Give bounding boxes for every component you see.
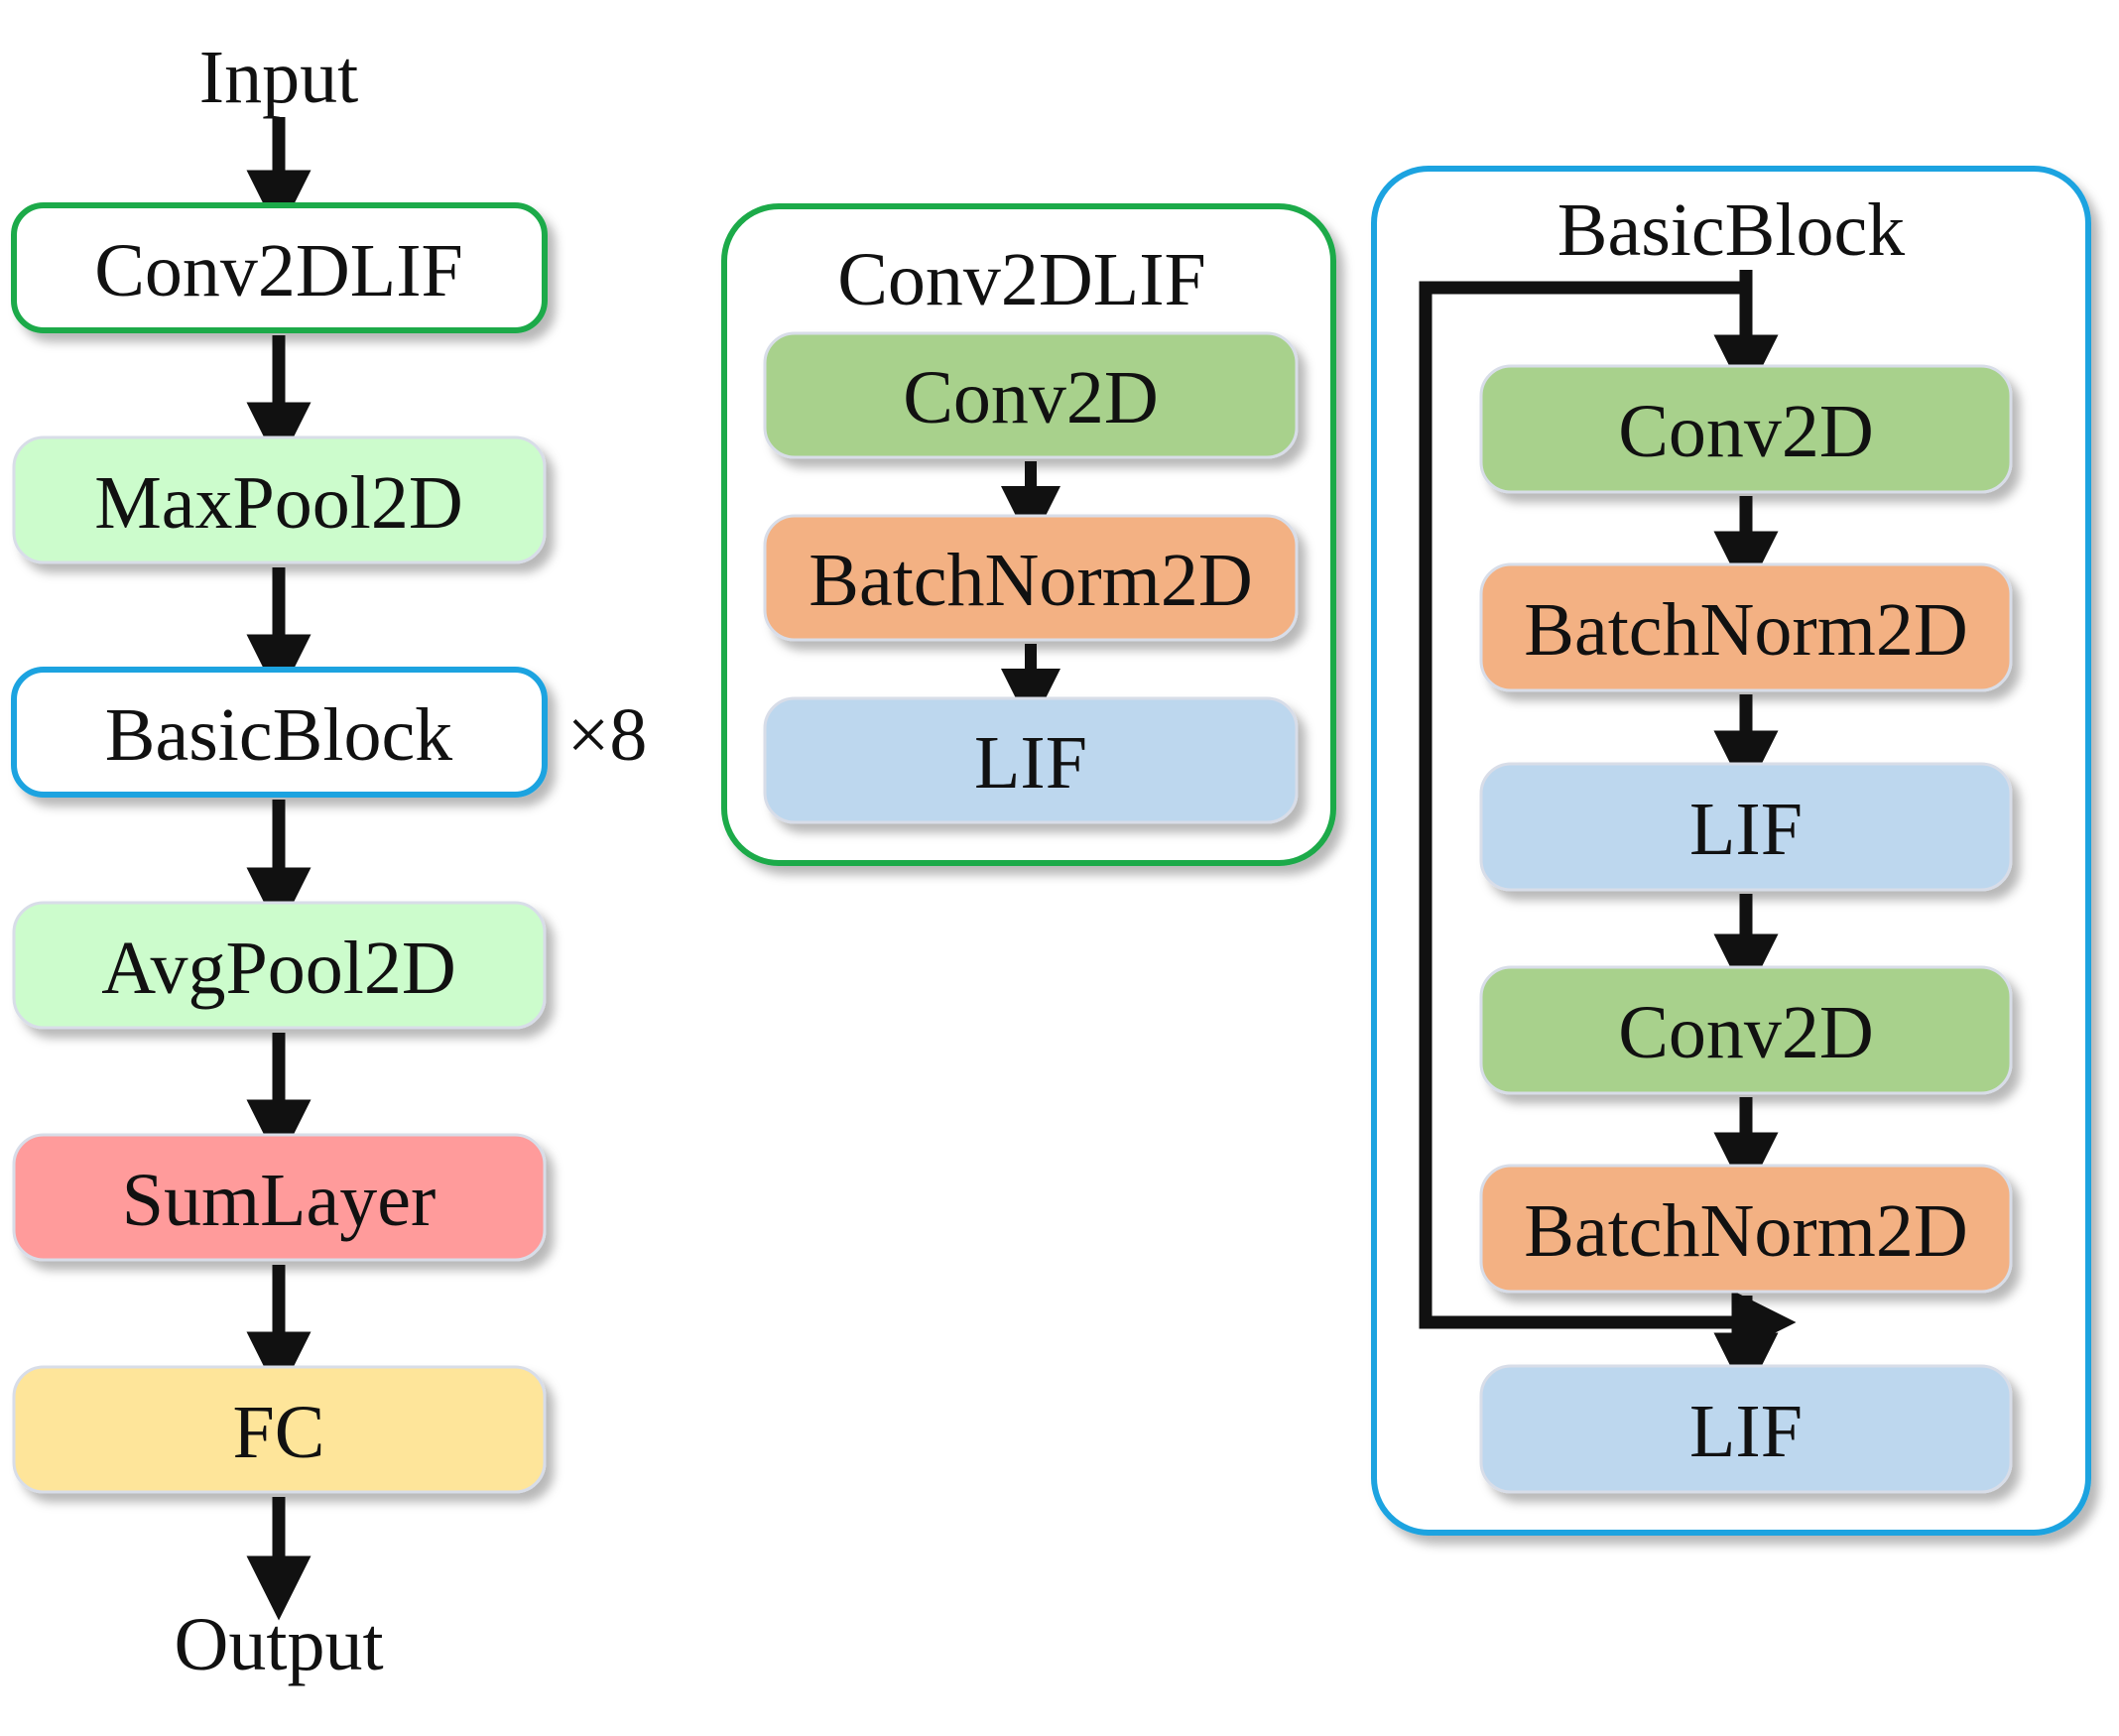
conv2dlif-detail-block: Conv2DLIF Conv2D BatchNorm2D LIF xyxy=(721,203,1336,866)
basicblock-detail-block: BasicBlock Conv2D BatchNorm2D LIF Conv2D… xyxy=(1371,166,2091,1536)
basicblock-conv2d-1-label: Conv2D xyxy=(1618,390,1874,473)
basicblock-lif-2-label: LIF xyxy=(1689,1390,1803,1473)
layer-conv2dlif-label: Conv2DLIF xyxy=(94,229,463,312)
layer-maxpool2d-label: MaxPool2D xyxy=(94,461,463,545)
input-label: Input xyxy=(199,36,358,119)
basicblock-conv2d-2-box xyxy=(1479,965,2013,1095)
basicblock-batchnorm-2-box xyxy=(1479,1164,2013,1294)
conv2dlif-lif-label: LIF xyxy=(974,721,1087,805)
basicblock-lif-1-label: LIF xyxy=(1689,788,1803,871)
layer-conv2dlif-box xyxy=(11,202,548,333)
basicblock-batchnorm-1-box xyxy=(1479,562,2013,692)
layer-basicblock-label: BasicBlock xyxy=(105,693,452,777)
basicblock-batchnorm-1-label: BatchNorm2D xyxy=(1524,588,1967,672)
layer-maxpool2d-box xyxy=(12,435,547,564)
conv2dlif-batchnorm-box xyxy=(763,514,1299,642)
basicblock-lif-2-box xyxy=(1479,1364,2013,1494)
layer-sumlayer-box xyxy=(12,1133,547,1262)
layer-fc-label: FC xyxy=(233,1391,325,1474)
layer-sumlayer-label: SumLayer xyxy=(122,1159,436,1242)
conv2dlif-title: Conv2DLIF xyxy=(837,238,1206,321)
main-network: Input Conv2DLIF MaxPool2D BasicBlock ×8 … xyxy=(11,36,648,1686)
output-label: Output xyxy=(174,1603,383,1686)
layer-fc-box xyxy=(12,1365,547,1494)
layer-basicblock-box xyxy=(11,667,548,798)
skip-connection-line xyxy=(1419,281,1797,1355)
basicblock-conv2d-1-box xyxy=(1479,364,2013,494)
basicblock-title: BasicBlock xyxy=(1558,188,1905,272)
conv2dlif-conv2d-box xyxy=(763,331,1299,459)
basicblock-batchnorm-2-label: BatchNorm2D xyxy=(1524,1189,1967,1273)
conv2dlif-conv2d-label: Conv2D xyxy=(903,356,1159,439)
repeat-count-label: ×8 xyxy=(567,693,648,777)
layer-avgpool2d-box xyxy=(12,901,547,1030)
conv2dlif-lif-box xyxy=(763,696,1299,824)
basicblock-lif-1-box xyxy=(1479,762,2013,892)
conv2dlif-batchnorm-label: BatchNorm2D xyxy=(809,539,1252,622)
layer-avgpool2d-label: AvgPool2D xyxy=(101,927,456,1010)
basicblock-conv2d-2-label: Conv2D xyxy=(1618,991,1874,1074)
